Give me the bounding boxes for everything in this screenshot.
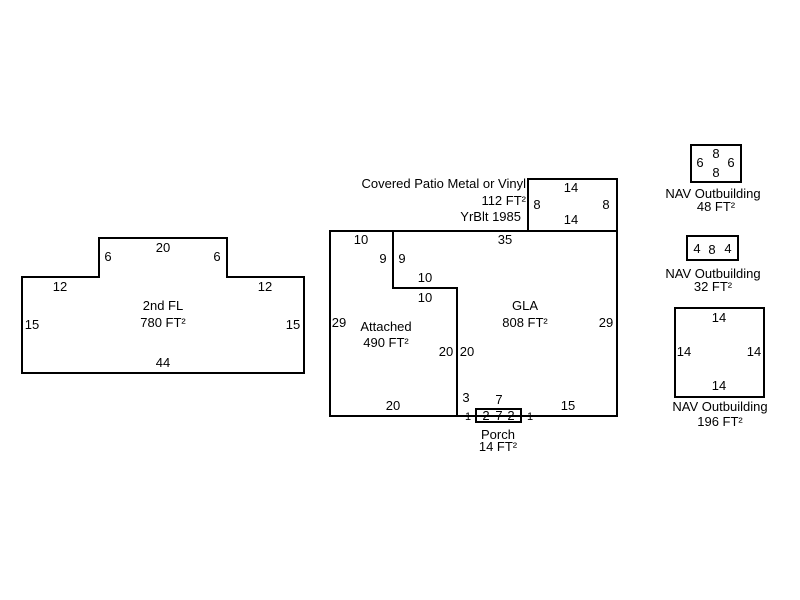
dim-label: 8 xyxy=(602,197,609,212)
outbuilding-1: 8 8 6 6 NAV Outbuilding 48 FT² xyxy=(665,144,761,214)
dim-label: 7 xyxy=(495,408,502,423)
dim-label: 15 xyxy=(25,317,39,332)
area-size: 14 FT² xyxy=(479,439,518,454)
dim-label: 2 xyxy=(507,408,514,423)
outbuilding-outline xyxy=(674,307,765,398)
dim-label: 14 xyxy=(564,212,578,227)
gla-area: 35 9 10 10 20 29 3 15 1 1 GLA 808 FT² xyxy=(392,230,618,423)
area-name: GLA xyxy=(512,298,538,313)
outbuilding-outline xyxy=(686,235,739,261)
area-name: Attached xyxy=(360,319,411,334)
porch-area: 7 2 7 2 Porch 14 FT² xyxy=(475,392,522,454)
outbuilding-2: 4 8 4 NAV Outbuilding 32 FT² xyxy=(665,235,761,294)
area-name: NAV Outbuilding xyxy=(665,266,760,281)
year-built: YrBlt 1985 xyxy=(460,209,521,224)
patio-outline xyxy=(527,178,618,232)
dim-label: 14 xyxy=(712,310,726,325)
dim-label: 6 xyxy=(104,249,111,264)
dim-label: 14 xyxy=(712,378,726,393)
dim-label: 15 xyxy=(286,317,300,332)
dim-label: 12 xyxy=(53,279,67,294)
area-name: NAV Outbuilding xyxy=(672,399,767,414)
dim-label: 10 xyxy=(354,232,368,247)
dim-label: 6 xyxy=(213,249,220,264)
dim-label: 9 xyxy=(398,251,405,266)
area-name: 2nd FL xyxy=(143,298,183,313)
area-size: 808 FT² xyxy=(502,315,548,330)
area-name: Covered Patio Metal or Vinyl xyxy=(361,176,526,191)
second-floor-outline xyxy=(21,237,305,374)
dim-label: 14 xyxy=(564,180,578,195)
dim-label: 20 xyxy=(386,398,400,413)
dim-label: 14 xyxy=(747,344,761,359)
dim-label: 8 xyxy=(712,165,719,180)
dim-label: 4 xyxy=(724,241,731,256)
dim-label: 15 xyxy=(561,398,575,413)
dim-label: 10 xyxy=(418,290,432,305)
dim-label: 2 xyxy=(482,408,489,423)
dim-label: 1 xyxy=(527,411,533,423)
dim-label: 3 xyxy=(462,390,469,405)
dim-label: 14 xyxy=(677,344,691,359)
dim-label: 9 xyxy=(379,251,386,266)
dim-label: 6 xyxy=(727,155,734,170)
dim-label: 44 xyxy=(156,355,170,370)
area-size: 48 FT² xyxy=(697,199,736,214)
area-size: 780 FT² xyxy=(140,315,186,330)
dim-label: 1 xyxy=(465,411,471,423)
area-size: 32 FT² xyxy=(694,279,733,294)
outbuilding-3: 14 14 14 14 NAV Outbuilding 196 FT² xyxy=(672,307,768,429)
dim-label: 20 xyxy=(439,344,453,359)
dim-label: 8 xyxy=(708,242,715,257)
area-name: Porch xyxy=(481,427,515,442)
area-size: 196 FT² xyxy=(697,414,743,429)
dim-label: 20 xyxy=(156,240,170,255)
area-size: 112 FT² xyxy=(481,193,526,208)
dim-label: 29 xyxy=(332,315,346,330)
dim-label: 7 xyxy=(495,392,502,407)
second-floor-area: 20 6 6 12 12 15 15 44 2nd FL 780 FT² xyxy=(21,237,305,374)
porch-outline xyxy=(475,408,522,423)
dim-label: 4 xyxy=(693,241,700,256)
dim-label: 8 xyxy=(533,197,540,212)
patio-area: 14 14 8 8 Covered Patio Metal or Vinyl 1… xyxy=(361,176,618,232)
area-size: 490 FT² xyxy=(363,335,409,350)
dim-label: 6 xyxy=(696,155,703,170)
dim-label: 8 xyxy=(712,146,719,161)
dim-label: 20 xyxy=(460,344,474,359)
dim-label: 29 xyxy=(599,315,613,330)
dim-label: 35 xyxy=(498,232,512,247)
dim-label: 10 xyxy=(418,270,432,285)
area-name: NAV Outbuilding xyxy=(665,186,760,201)
outbuilding-outline xyxy=(690,144,742,183)
dim-label: 12 xyxy=(258,279,272,294)
